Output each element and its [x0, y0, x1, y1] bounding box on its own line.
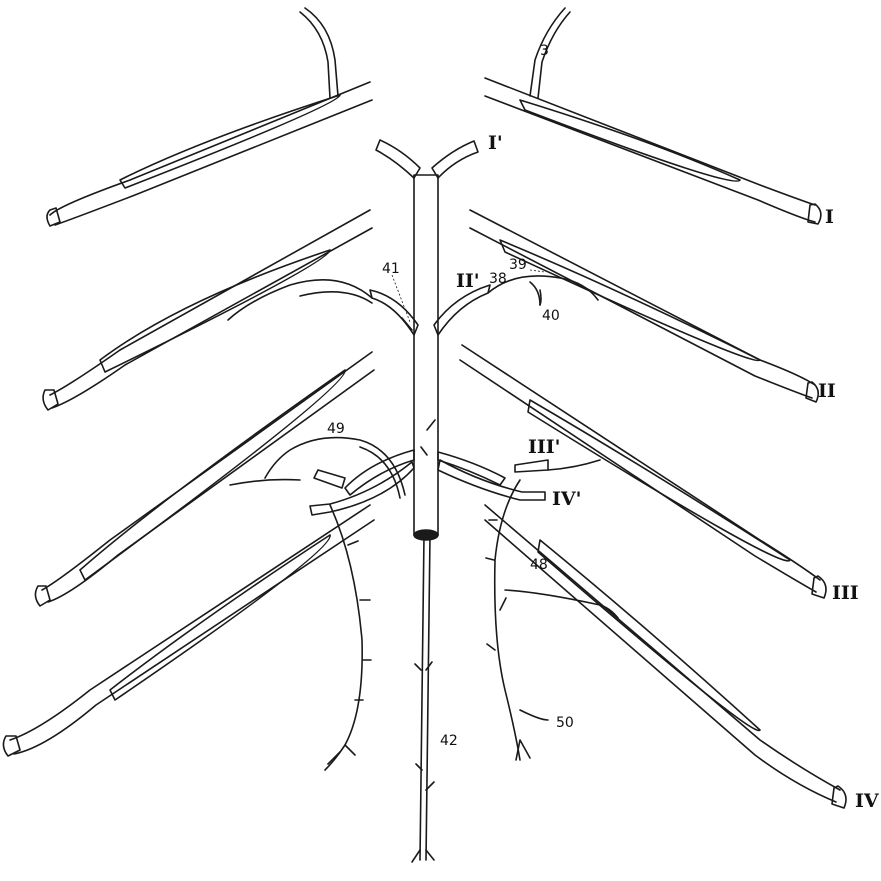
label-3: 3 [540, 44, 549, 58]
top-fork-left [376, 140, 420, 178]
right-III-outer [460, 345, 820, 592]
left-II-loop [100, 250, 330, 372]
label-II-prime: II' [456, 272, 480, 291]
left-II-outer [50, 210, 372, 408]
left-IV-loop [110, 535, 330, 700]
vessel-left-arch [325, 505, 362, 770]
label-48: 48 [530, 558, 548, 572]
label-III: III [832, 584, 859, 603]
vessel-left-III-arch [230, 480, 300, 485]
label-42: 42 [440, 734, 458, 748]
top-fork-right [432, 141, 478, 178]
branch-40 [540, 290, 541, 305]
label-IV-prime: IV' [552, 490, 581, 509]
arch-right-II-b [530, 282, 540, 305]
leader-41 [392, 275, 410, 322]
vessel-left-twigs [328, 541, 371, 764]
vessel-49 [265, 438, 405, 495]
vessel-42-branchlets [412, 662, 434, 862]
vessel-48-arch [495, 480, 520, 760]
left-I-stem-b [300, 12, 330, 98]
branch-II-prime-right [434, 285, 490, 335]
branch-41-twig [402, 318, 412, 330]
trunk-cut-end [414, 530, 438, 540]
stub-left-upper [314, 470, 345, 488]
left-I-bulb [47, 208, 60, 226]
right-III-loop [528, 400, 790, 561]
label-I-prime: I' [488, 134, 503, 153]
label-50: 50 [556, 716, 574, 730]
vessel-42 [420, 535, 430, 860]
stub-III-prime-right [515, 460, 548, 472]
label-49: 49 [327, 422, 345, 436]
vessel-50-end [516, 710, 548, 760]
left-I-loop [120, 95, 340, 188]
label-I: I [825, 208, 834, 227]
label-40: 40 [542, 309, 560, 323]
label-41: 41 [382, 262, 400, 276]
right-IV-loop [538, 540, 760, 731]
branch-III-prime-right [438, 452, 505, 485]
label-38: 38 [489, 272, 507, 286]
central-trunk [414, 175, 438, 535]
arch-left-II-b [300, 292, 372, 303]
label-II: II [818, 382, 836, 401]
vessel-right-III-arch [548, 460, 600, 470]
right-II-bulb [806, 382, 818, 402]
label-IV: IV [855, 792, 879, 811]
left-III-outer [42, 352, 374, 602]
label-39: 39 [509, 258, 527, 272]
trunk-mid-twigs [421, 420, 435, 455]
label-III-prime: III' [528, 438, 560, 457]
right-I-outer [485, 78, 815, 222]
right-I-loop [520, 100, 740, 181]
